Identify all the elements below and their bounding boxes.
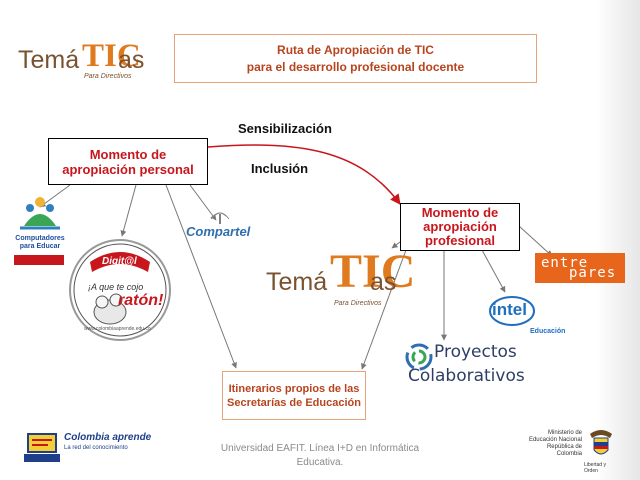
node-personal-line-2: apropiación personal <box>62 161 194 177</box>
node-itinerarios-line-1: Itinerarios propios de las <box>228 382 360 395</box>
edge-personal-itinerarios <box>165 184 237 369</box>
computadores-people-icon <box>20 197 60 230</box>
raton-word-text: ratón! <box>118 292 164 309</box>
computadores-para-educar-logo: Computadores para Educar <box>10 192 70 267</box>
footer-line-1: Universidad EAFIT. Línea I+D en Informát… <box>220 443 420 454</box>
colombia-aprende-text: Colombia aprende <box>64 432 152 443</box>
mid-logo-as-text: as <box>370 268 397 296</box>
ministerio-motto: Libertad y Orden <box>584 462 606 474</box>
computadores-red-banner <box>14 255 64 265</box>
entre-text: entre <box>541 255 589 271</box>
logo-sub-text: Para Directivos <box>84 73 132 80</box>
intel-sub-text: Educación <box>530 328 566 335</box>
colombia-aprende-logo: Colombia aprende La red del conocimiento <box>24 430 164 466</box>
node-itinerarios: Itinerarios propios de las Secretarías d… <box>222 371 366 420</box>
compartel-antenna-icon <box>210 212 230 224</box>
raton-digital-logo: Digit@l ¡A que te cojo ratón! www.colomb… <box>68 238 172 342</box>
mid-logo-tic-text: TIC <box>330 245 416 298</box>
node-apropiacion-personal: Momento de apropiación personal <box>48 138 208 185</box>
intel-text: intel <box>492 300 527 319</box>
mid-logo-tema-text: Temá <box>266 268 328 296</box>
logo-as-text: as <box>118 46 145 74</box>
node-apropiacion-profesional: Momento de apropiación profesional <box>400 203 520 251</box>
label-inclusion: Inclusión <box>251 161 309 176</box>
raton-url-text: www.colombiaaprende.edu.co <box>84 326 151 332</box>
title-line-1: Ruta de Apropiación de TIC <box>277 42 434 57</box>
title-box: Ruta de Apropiación de TIC para el desar… <box>174 34 537 83</box>
tematic-logo-mid: Temá TIC as Para Directivos <box>266 245 415 312</box>
edge-prof-entrepares <box>518 225 553 257</box>
node-profesional-line-1: Momento de <box>421 205 499 220</box>
footer-line-2: Educativa. <box>296 457 344 468</box>
edge-personal-compartel <box>189 184 217 221</box>
page-edge-shadow <box>596 0 640 480</box>
edge-prof-intel <box>481 249 506 293</box>
computadores-line-1: Computadores <box>15 235 65 242</box>
node-itinerarios-line-2: Secretarías de Educación <box>227 396 361 409</box>
pares-text: pares <box>569 265 617 281</box>
proyectos-swirl-icon <box>405 343 433 371</box>
footer-credit: Universidad EAFIT. Línea I+D en Informát… <box>220 442 420 470</box>
logo-tema-text: Temá <box>18 46 80 74</box>
colombia-aprende-computer-icon <box>24 433 60 462</box>
ministerio-educacion-logo: Ministerio de Educación Nacional Repúbli… <box>520 428 620 474</box>
edge-prof-tematic <box>391 241 401 249</box>
node-personal-line-1: Momento de <box>89 146 167 162</box>
coat-of-arms-icon <box>590 430 612 455</box>
ministerio-line-1: Ministerio de <box>547 430 582 436</box>
colombia-aprende-sub: La red del conocimiento <box>64 445 128 451</box>
intel-educacion-logo: intel Educación <box>488 294 568 338</box>
label-sensibilizacion: Sensibilización <box>238 121 332 136</box>
raton-digital-text: Digit@l <box>102 256 137 267</box>
edge-personal-to-profesional <box>207 144 401 205</box>
node-profesional-line-3: profesional <box>424 233 496 248</box>
mid-logo-sub-text: Para Directivos <box>334 300 382 307</box>
edge-personal-raton <box>120 184 137 237</box>
tematic-logo-top: Temá TIC as Para Directivos <box>18 38 148 80</box>
edge-personal-computadores <box>39 184 71 208</box>
logo-tic-text: TIC <box>82 38 141 74</box>
node-profesional-line-2: apropiación <box>423 219 497 234</box>
proyectos-line-2: Colaborativos <box>408 366 525 386</box>
compartel-text: Compartel <box>186 224 251 239</box>
intel-swoosh-icon <box>489 296 535 326</box>
compartel-logo: Compartel <box>186 210 256 244</box>
raton-circle-icon <box>69 239 171 341</box>
computadores-line-2: para Educar <box>19 243 61 250</box>
proyectos-line-1: Proyectos <box>434 342 517 362</box>
raton-que-text: ¡A que te cojo <box>88 282 144 292</box>
edge-prof-itinerarios <box>361 249 407 370</box>
ministerio-line-2: Educación Nacional <box>528 437 582 443</box>
entre-pares-logo: entre pares <box>535 253 625 283</box>
ministerio-line-3: República de Colombia <box>546 444 582 457</box>
title-line-2: para el desarrollo profesional docente <box>246 59 465 74</box>
proyectos-colaborativos-logo: Proyectos Colaborativos <box>404 340 525 390</box>
